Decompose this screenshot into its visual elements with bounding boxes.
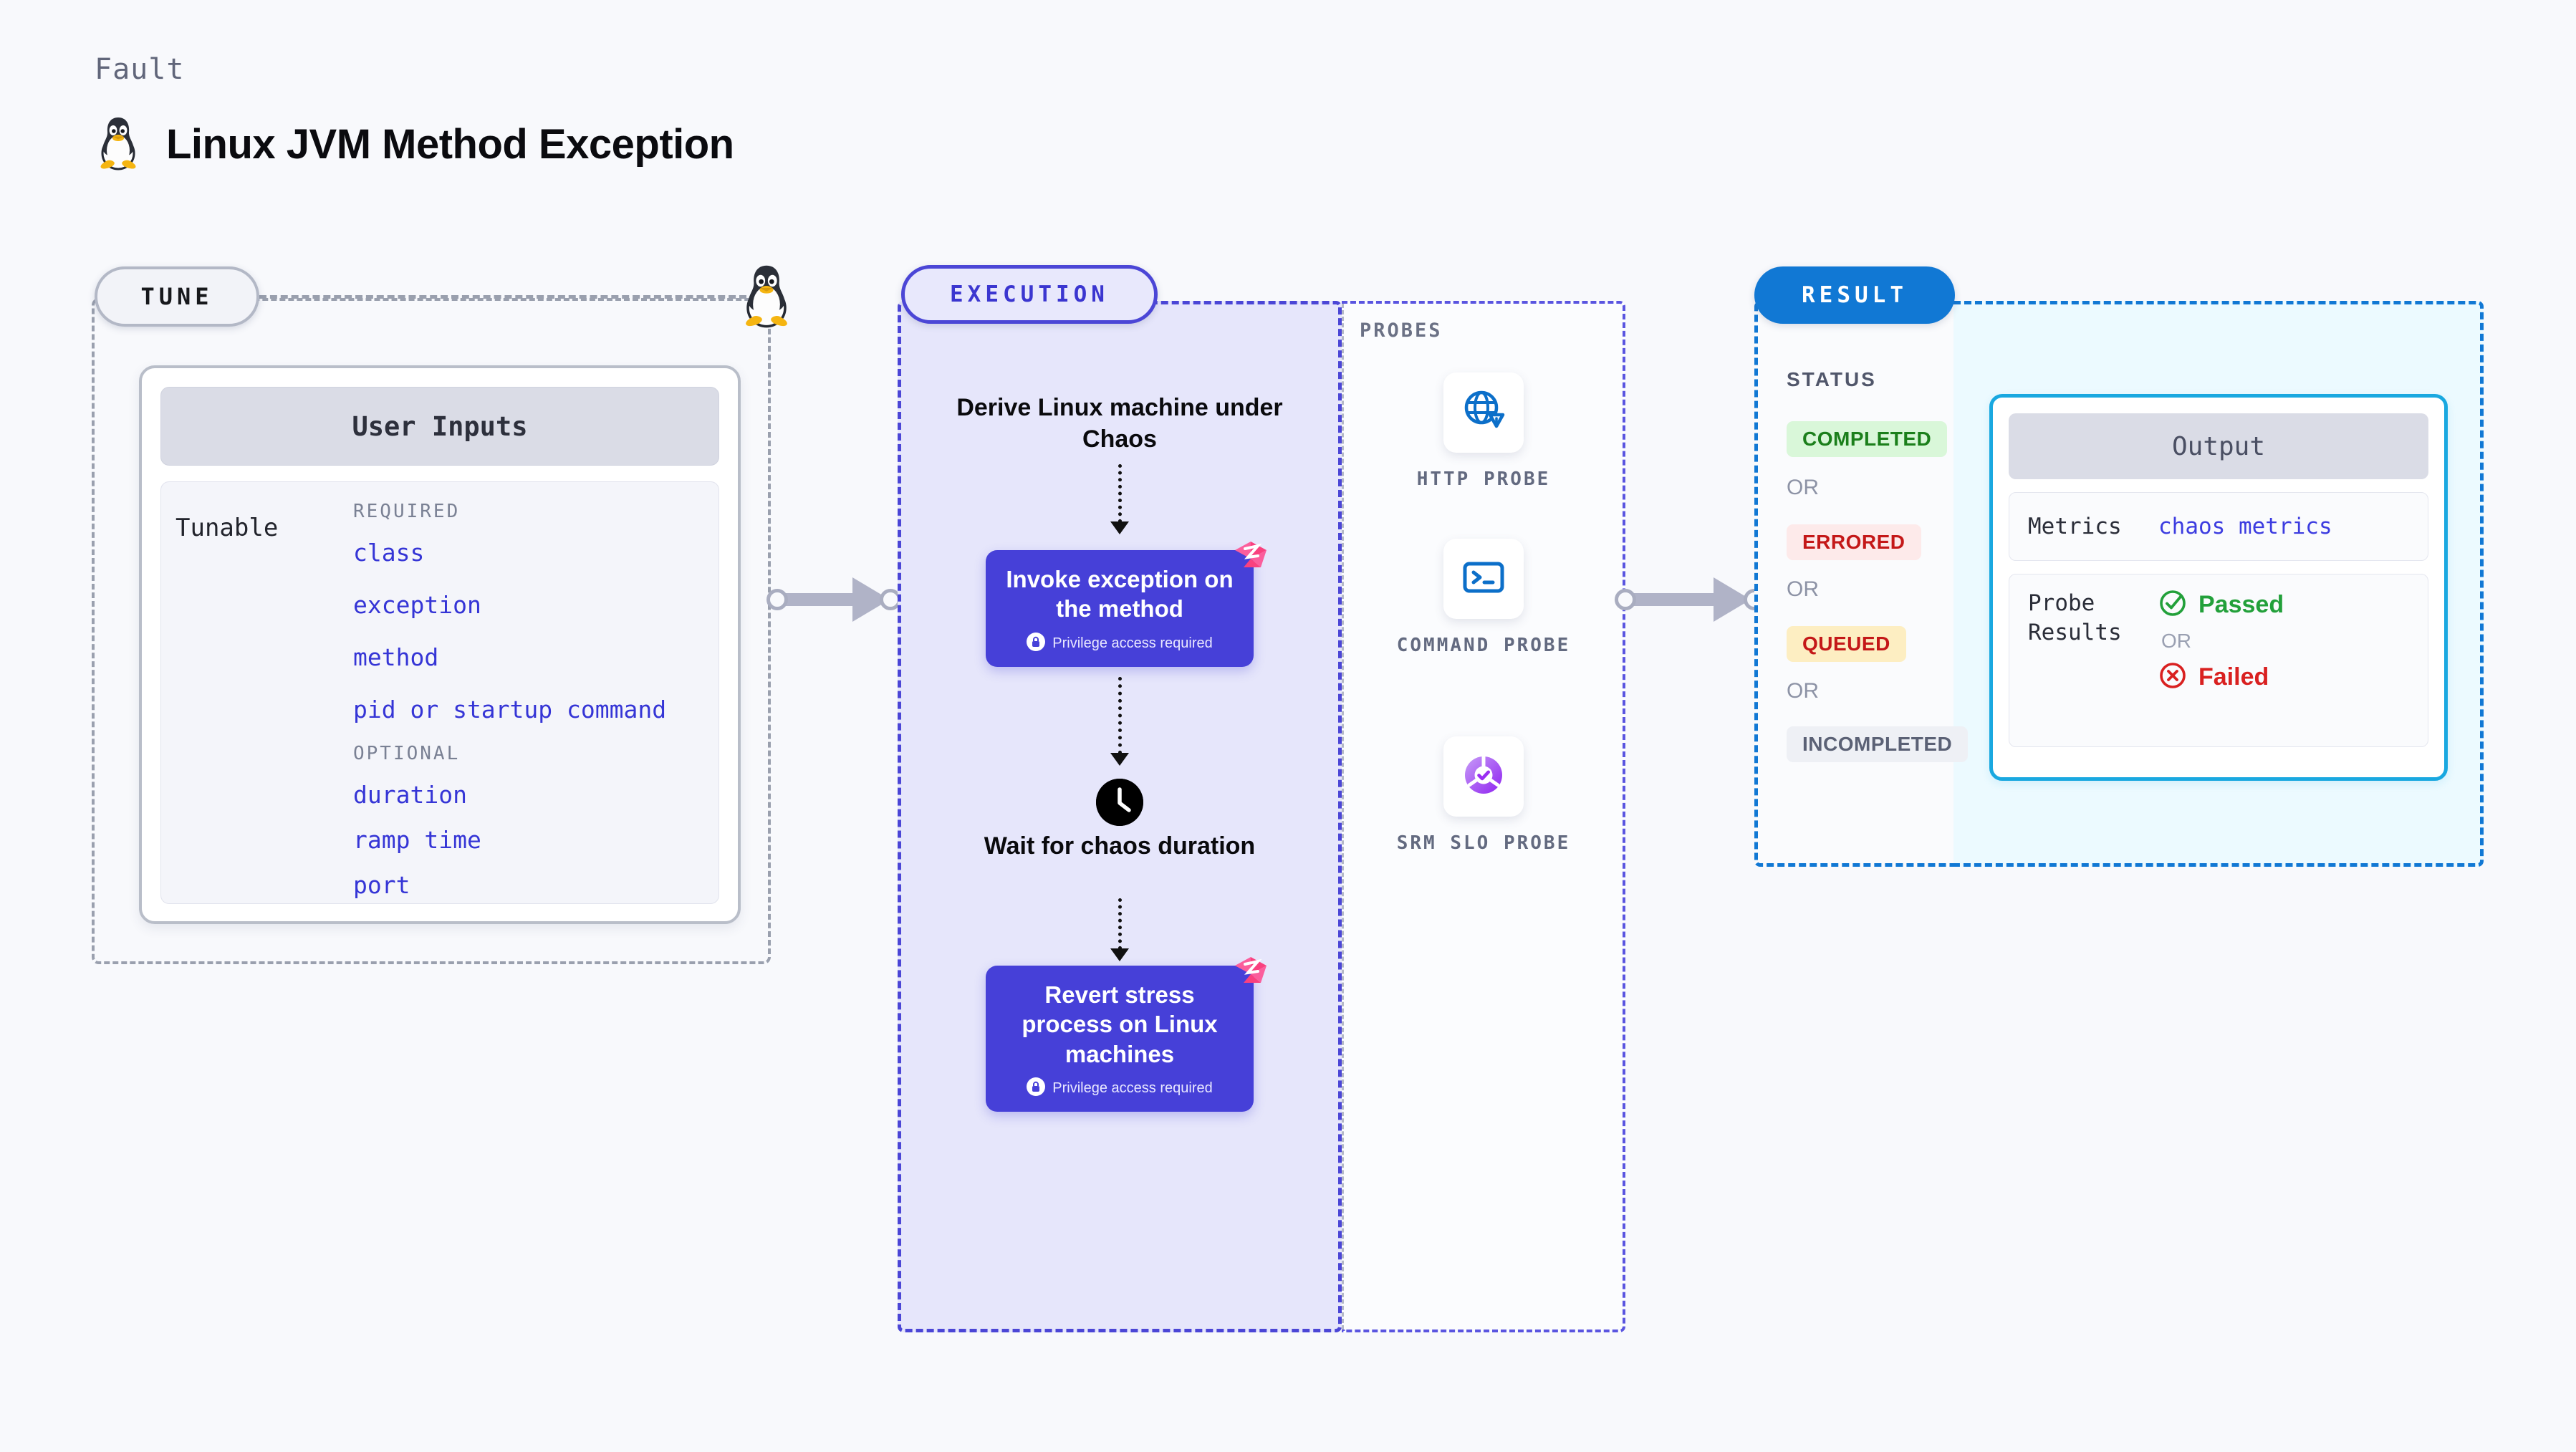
probes-panel — [1342, 301, 1625, 1332]
status-badge-completed: COMPLETED — [1787, 421, 1948, 457]
tune-item-pid-or-startup-command[interactable]: pid or startup command — [353, 696, 667, 723]
revert-step-privilege: Privilege access required — [997, 1077, 1242, 1100]
tune-badge[interactable]: TUNE — [95, 266, 259, 327]
slo-donut-check-icon — [1460, 751, 1507, 802]
execution-badge[interactable]: EXECUTION — [901, 265, 1158, 324]
group-label-required: REQUIRED — [353, 501, 461, 522]
tune-item-exception[interactable]: exception — [353, 591, 481, 619]
tunable-label: Tunable — [176, 514, 279, 542]
execution-step-wait: Wait for chaos duration — [984, 832, 1256, 860]
tunable-items-column: REQUIRED class exception method pid or s… — [353, 501, 704, 897]
arrow-derive-to-invoke — [1118, 464, 1122, 523]
command-probe-label: COMMAND PROBE — [1396, 635, 1571, 656]
arrow-invoke-to-wait — [1118, 677, 1122, 754]
probe-srm-slo[interactable]: SRM SLO PROBE — [1394, 736, 1573, 856]
tune-item-ramp-time[interactable]: ramp time — [353, 826, 481, 854]
command-probe-tile[interactable] — [1443, 539, 1524, 619]
lock-icon — [1027, 1077, 1046, 1100]
probe-http[interactable]: HTTP PROBE — [1394, 372, 1573, 492]
probes-divider — [1342, 304, 1344, 1330]
verdict-or: OR — [2161, 630, 2191, 652]
status-badge-queued: QUEUED — [1787, 626, 1906, 662]
verdict-passed-text: Passed — [2198, 591, 2284, 618]
output-card-title: Output — [2009, 413, 2428, 479]
fault-kicker: Fault — [95, 53, 185, 86]
output-card: Output Metrics chaos metrics Probe Resul… — [1989, 394, 2448, 781]
connector-execution-to-result — [1615, 557, 1767, 643]
invoke-step-privilege-text: Privilege access required — [1052, 635, 1213, 651]
check-circle-icon — [2158, 589, 2187, 621]
status-or-2: OR — [1787, 577, 1819, 601]
globe-warning-icon — [1460, 388, 1507, 438]
revert-step-privilege-text: Privilege access required — [1052, 1080, 1213, 1097]
srm-slo-probe-tile[interactable] — [1443, 736, 1524, 817]
output-probe-verdicts: Passed OR Failed — [2158, 589, 2284, 693]
status-title: STATUS — [1787, 368, 1877, 390]
x-circle-icon — [2158, 661, 2187, 693]
status-or-3: OR — [1787, 679, 1819, 703]
user-inputs-card: User Inputs Tunable REQUIRED class excep… — [139, 365, 741, 924]
litmus-logo-icon — [1229, 534, 1272, 581]
execution-step-revert: Revert stress process on Linux machines … — [986, 957, 1267, 1112]
output-probe-results-key: Probe Results — [2028, 590, 2122, 645]
arrow-head-2 — [1110, 753, 1129, 766]
verdict-failed-text: Failed — [2198, 663, 2269, 691]
page-title: Linux JVM Method Exception — [95, 115, 734, 174]
output-metrics-key: Metrics — [2028, 513, 2122, 539]
arrow-head-1 — [1110, 521, 1129, 534]
tunable-body: Tunable REQUIRED class exception method … — [160, 481, 719, 904]
tune-item-class[interactable]: class — [353, 539, 425, 567]
invoke-step-privilege: Privilege access required — [997, 632, 1242, 655]
verdict-failed: Failed — [2158, 661, 2284, 693]
execution-step-derive: Derive Linux machine under Chaos — [956, 394, 1283, 453]
linux-tux-icon — [95, 115, 142, 174]
lock-icon — [1027, 632, 1046, 655]
invoke-step-title: Invoke exception on the method — [1006, 566, 1234, 622]
tune-item-port[interactable]: port — [353, 871, 410, 899]
status-badge-incompleted: INCOMPLETED — [1787, 726, 1969, 762]
execution-step-invoke: Invoke exception on the method Privilege… — [986, 542, 1267, 667]
output-row-probe-results: Probe Results Passed OR — [2009, 574, 2428, 747]
result-panel — [1754, 301, 1953, 867]
arrow-head-3 — [1110, 948, 1129, 961]
http-probe-label: HTTP PROBE — [1416, 468, 1551, 490]
user-inputs-title: User Inputs — [160, 387, 719, 466]
connector-tune-to-execution — [766, 557, 903, 643]
verdict-passed: Passed — [2158, 589, 2284, 621]
http-probe-tile[interactable] — [1443, 372, 1524, 453]
tune-top-dashed-line — [259, 295, 746, 299]
result-badge[interactable]: RESULT — [1754, 266, 1955, 324]
output-row-metrics: Metrics chaos metrics — [2009, 492, 2428, 561]
tune-panel — [92, 298, 771, 964]
status-badge-errored: ERRORED — [1787, 524, 1921, 560]
group-label-optional: OPTIONAL — [353, 743, 461, 764]
tune-item-duration[interactable]: duration — [353, 781, 467, 809]
clock-icon — [1096, 779, 1143, 826]
probes-title: PROBES — [1360, 319, 1443, 342]
probe-command[interactable]: COMMAND PROBE — [1394, 539, 1573, 658]
tune-item-method[interactable]: method — [353, 643, 439, 671]
arrow-wait-to-revert — [1118, 898, 1122, 950]
page-title-text: Linux JVM Method Exception — [166, 121, 734, 168]
litmus-logo-icon — [1229, 950, 1272, 996]
linux-tux-corner-icon — [738, 262, 795, 332]
revert-step-title: Revert stress process on Linux machines — [1022, 981, 1218, 1067]
output-metrics-value[interactable]: chaos metrics — [2158, 514, 2332, 539]
terminal-icon — [1460, 554, 1507, 605]
srm-slo-probe-label: SRM SLO PROBE — [1396, 832, 1571, 854]
status-or-1: OR — [1787, 476, 1819, 499]
